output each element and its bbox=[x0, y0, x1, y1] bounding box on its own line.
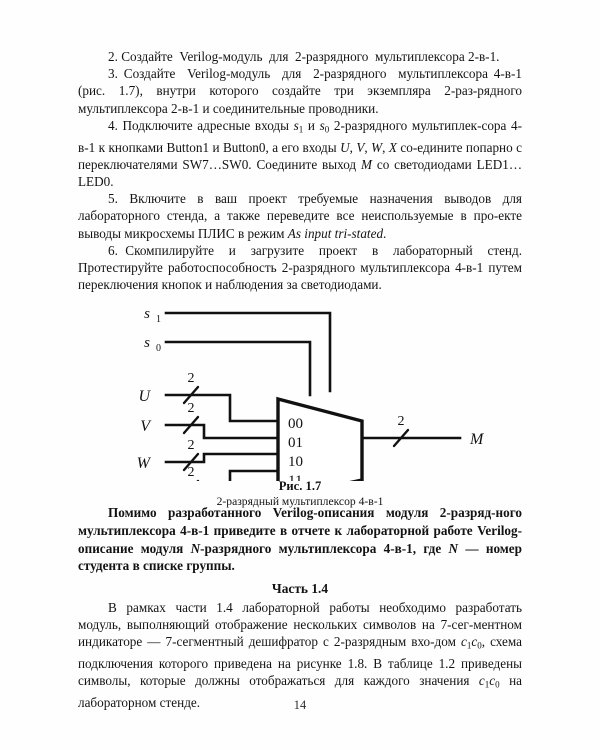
list-item-3: 3. Создайте Verilog-модуль для 2-разрядн… bbox=[78, 66, 522, 116]
bus-width-w: 2 bbox=[188, 438, 195, 453]
label-s1: s bbox=[144, 306, 150, 322]
wire-s1 bbox=[164, 312, 332, 393]
list-item-5: 5. Включите в ваш проект требуемые назна… bbox=[78, 191, 522, 241]
section-paragraph: В рамках части 1.4 лабораторной работы н… bbox=[78, 599, 523, 710]
bold-instruction-paragraph: Помимо разработанного Verilog-описания м… bbox=[78, 505, 522, 574]
wire-x bbox=[228, 470, 280, 482]
mux-port-10: 10 bbox=[288, 454, 303, 470]
mux-port-01: 01 bbox=[288, 435, 303, 451]
list-item-6: 6. Скомпилируйте и загрузите проект в ла… bbox=[78, 242, 522, 293]
figure-caption-title: Рис. 1.7 bbox=[278, 479, 322, 494]
label-input-v: V bbox=[140, 418, 152, 435]
page-number: 14 bbox=[293, 698, 307, 712]
wire-v bbox=[164, 424, 280, 440]
label-s0: s bbox=[144, 335, 150, 351]
list-item-2: 2. Создайте Verilog-модуль для 2-разрядн… bbox=[108, 49, 500, 64]
wire-w bbox=[164, 453, 280, 464]
mux-port-11: 11 bbox=[288, 473, 302, 481]
figure-1-7: s 1 s 0 U V W X 2 2 2 2 2 00 bbox=[78, 299, 522, 508]
bus-slash-v bbox=[182, 416, 200, 435]
bus-width-output: 2 bbox=[398, 414, 405, 429]
label-input-w: W bbox=[137, 455, 152, 472]
label-s1-subscript: 1 bbox=[156, 314, 161, 325]
bus-width-x: 2 bbox=[188, 465, 195, 480]
page-content: 2. Создайте Verilog-модуль для 2-разрядн… bbox=[78, 48, 522, 711]
section-heading-part-1-4: Часть 1.4 bbox=[271, 580, 329, 596]
bus-slash-w bbox=[182, 453, 200, 472]
list-item-4: 4. Подключите адресные входы s1 и s0 2-р… bbox=[78, 117, 523, 189]
wire-u bbox=[164, 394, 280, 423]
bus-slash-output bbox=[392, 429, 410, 448]
mux-port-00: 00 bbox=[288, 416, 303, 432]
figure-caption-subtitle: 2-разрядный мультиплексор 4-в-1 bbox=[216, 495, 384, 509]
label-input-u: U bbox=[138, 388, 151, 405]
mux-body bbox=[276, 397, 364, 482]
bus-width-u: 2 bbox=[188, 371, 195, 386]
bus-width-v: 2 bbox=[188, 401, 195, 416]
label-s0-subscript: 0 bbox=[156, 343, 161, 354]
bus-slash-u bbox=[182, 386, 200, 405]
label-output-m: M bbox=[469, 431, 485, 448]
wire-s0 bbox=[164, 341, 312, 397]
mux-schematic-svg: s 1 s 0 U V W X 2 2 2 2 2 00 bbox=[137, 306, 485, 482]
